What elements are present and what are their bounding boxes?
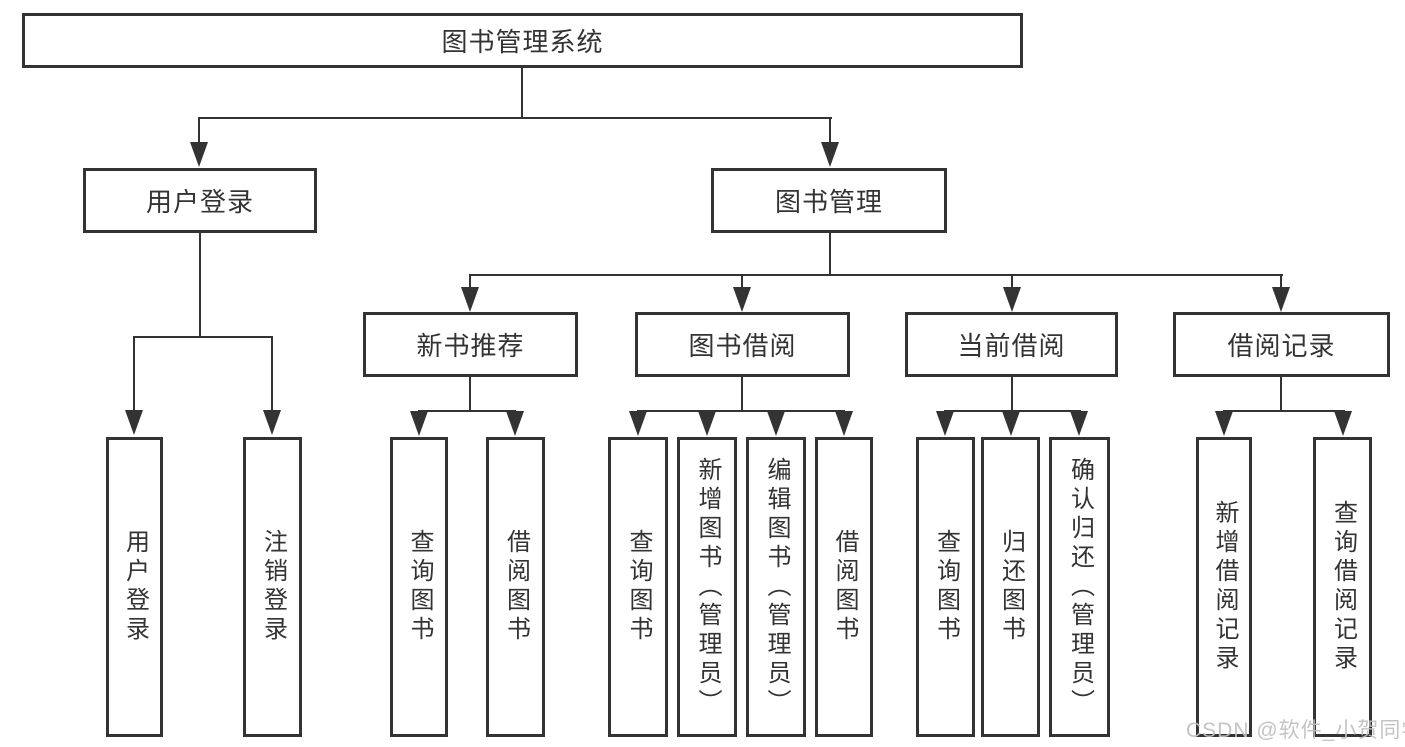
connector-line xyxy=(1280,276,1282,289)
leaf-query-borrow-record-label: 查询借阅记录 xyxy=(1329,500,1357,674)
arrow-down-icon xyxy=(821,142,839,167)
connector-line xyxy=(829,119,831,144)
node-new-book-recommend: 新书推荐 xyxy=(363,312,578,377)
leaf-query-books-3: 查询图书 xyxy=(916,437,975,737)
connector-line xyxy=(133,338,135,412)
arrow-down-icon xyxy=(698,411,716,436)
leaf-borrow-books-2: 借阅图书 xyxy=(815,437,873,737)
arrow-down-icon xyxy=(1002,411,1020,436)
node-book-borrowing-label: 图书借阅 xyxy=(688,331,797,361)
node-book-management-label: 图书管理 xyxy=(774,187,883,217)
leaf-add-books-admin: 新增图书（管理员） xyxy=(677,437,737,737)
node-book-borrowing: 图书借阅 xyxy=(635,312,850,377)
arrow-down-icon xyxy=(936,411,954,436)
node-borrowing-records-label: 借阅记录 xyxy=(1227,331,1336,361)
connector-line xyxy=(741,377,743,410)
node-borrowing-records: 借阅记录 xyxy=(1173,312,1390,377)
connector-line xyxy=(1011,276,1013,289)
node-current-borrowing-label: 当前借阅 xyxy=(957,331,1066,361)
leaf-user-login: 用户登录 xyxy=(106,437,163,737)
connector-line xyxy=(271,338,273,412)
arrow-down-icon xyxy=(767,411,785,436)
connector-line xyxy=(198,117,832,119)
connector-line xyxy=(521,68,523,117)
leaf-confirm-return-admin-label: 确认归还（管理员） xyxy=(1066,456,1094,718)
connector-line xyxy=(469,276,471,289)
arrow-down-icon xyxy=(1272,287,1290,312)
connector-line xyxy=(1223,410,1345,412)
leaf-logout-label: 注销登录 xyxy=(259,529,287,645)
leaf-query-books-3-label: 查询图书 xyxy=(932,529,960,645)
leaf-query-books-2-label: 查询图书 xyxy=(625,529,652,645)
watermark: CSDN @软件_小贺同学 xyxy=(1186,719,1405,742)
arrow-down-icon xyxy=(263,410,281,435)
leaf-edit-books-admin: 编辑图书（管理员） xyxy=(746,437,806,737)
leaf-logout: 注销登录 xyxy=(243,437,302,737)
node-user-login-label: 用户登录 xyxy=(145,187,254,217)
node-root-label: 图书管理系统 xyxy=(441,27,604,57)
leaf-edit-books-admin-label: 编辑图书（管理员） xyxy=(763,456,790,718)
leaf-query-borrow-record: 查询借阅记录 xyxy=(1313,437,1372,737)
arrow-down-icon xyxy=(506,411,524,436)
node-user-login: 用户登录 xyxy=(83,168,317,233)
connector-line xyxy=(198,119,200,144)
connector-line xyxy=(133,336,273,338)
leaf-user-login-label: 用户登录 xyxy=(121,529,149,645)
node-root: 图书管理系统 xyxy=(22,13,1023,68)
arrow-down-icon xyxy=(125,410,143,435)
connector-line xyxy=(741,276,743,289)
arrow-down-icon xyxy=(1334,411,1352,436)
leaf-return-books: 归还图书 xyxy=(981,437,1040,737)
connector-line xyxy=(418,410,516,412)
connector-line xyxy=(469,377,471,410)
arrow-down-icon xyxy=(733,287,751,312)
arrow-down-icon xyxy=(1215,411,1233,436)
node-book-management: 图书管理 xyxy=(711,168,947,233)
leaf-borrow-books-1-label: 借阅图书 xyxy=(502,529,530,645)
arrow-down-icon xyxy=(410,411,428,436)
arrow-down-icon xyxy=(1070,411,1088,436)
node-new-book-recommend-label: 新书推荐 xyxy=(416,331,525,361)
connector-line xyxy=(199,233,201,336)
leaf-return-books-label: 归还图书 xyxy=(997,529,1025,645)
leaf-query-books-1: 查询图书 xyxy=(390,437,448,737)
leaf-query-books-1-label: 查询图书 xyxy=(406,529,433,645)
connector-line xyxy=(1280,377,1282,410)
node-current-borrowing: 当前借阅 xyxy=(905,312,1118,377)
connector-line xyxy=(1011,377,1013,410)
leaf-add-books-admin-label: 新增图书（管理员） xyxy=(694,456,721,718)
leaf-borrow-books-2-label: 借阅图书 xyxy=(831,529,858,645)
connector-line xyxy=(829,233,831,274)
arrow-down-icon xyxy=(190,142,208,167)
leaf-confirm-return-admin: 确认归还（管理员） xyxy=(1049,437,1110,737)
leaf-query-books-2: 查询图书 xyxy=(608,437,668,737)
leaf-borrow-books-1: 借阅图书 xyxy=(486,437,545,737)
arrow-down-icon xyxy=(629,411,647,436)
connector-line xyxy=(637,410,845,412)
leaf-add-borrow-record: 新增借阅记录 xyxy=(1196,437,1252,737)
arrow-down-icon xyxy=(835,411,853,436)
arrow-down-icon xyxy=(1003,287,1021,312)
arrow-down-icon xyxy=(461,287,479,312)
leaf-add-borrow-record-label: 新增借阅记录 xyxy=(1211,500,1238,674)
connector-line xyxy=(469,274,1283,276)
